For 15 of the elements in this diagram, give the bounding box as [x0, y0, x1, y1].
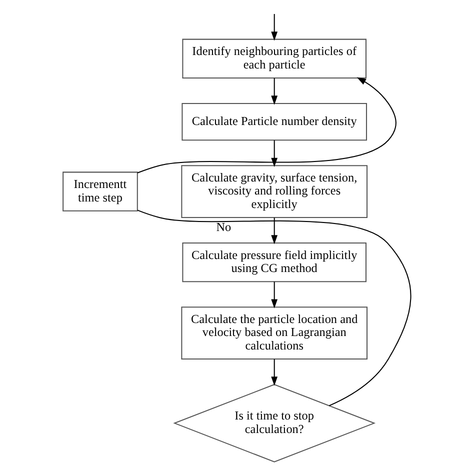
node-box: Calculate the particle location and velocity based on Lagrangian calculations: [181, 306, 368, 360]
node-box: Calculate gravity, surface tension, viscosity and rolling forces explicitly: [181, 164, 368, 218]
arrow: [271, 358, 278, 386]
arrow: [271, 217, 278, 244]
node-diamond: Is it time to stop calculation?: [173, 383, 376, 462]
arrow: [137, 76, 396, 173]
node-box: Calculate pressure field implicitly using CG method: [182, 242, 366, 282]
edge-label: No: [216, 220, 232, 234]
arrow: [271, 78, 278, 104]
arrow: [271, 13, 278, 40]
node-box: Identify neighbouring particles of each particle: [182, 38, 366, 78]
connector: [137, 209, 412, 406]
arrow: [271, 281, 278, 308]
node-box: Incrementt time step: [62, 171, 138, 211]
node-box: Calculate Particle number density: [182, 102, 367, 140]
